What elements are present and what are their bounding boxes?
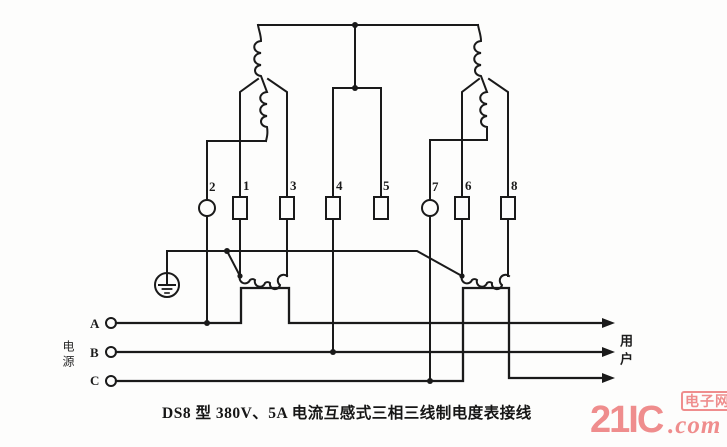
terminal-6-label: 6 (465, 178, 472, 193)
voltage-coil-c (429, 23, 489, 201)
current-coil-a (239, 77, 288, 198)
watermark-brand: 21IC (590, 399, 664, 441)
phase-c-label: C (90, 373, 100, 388)
arrow-icon-phase-c (602, 373, 615, 383)
phase-c-wire (114, 286, 605, 383)
terminal-2-label: 2 (209, 179, 216, 194)
phase-a-label: A (90, 316, 100, 331)
phase-a-wire (114, 286, 605, 325)
terminal-4-label: 4 (336, 178, 343, 193)
diagram-caption: DS8 型 380V、5A 电流互感式三相三线制电度表接线 (162, 405, 532, 422)
watermark-site-badge: 电子网 (681, 391, 727, 411)
ct-secondary-a (238, 273, 289, 291)
terminal-lead-wires (206, 215, 509, 382)
terminal-8-label: 8 (511, 178, 518, 193)
arrow-icon-phase-b (602, 347, 615, 357)
terminal-7-label: 7 (432, 179, 439, 194)
supply-terminal-a (105, 317, 117, 329)
voltage-coil-a (206, 23, 269, 201)
supply-terminal-c (105, 375, 117, 387)
ground-symbol-icon (154, 272, 180, 298)
terminal-8 (500, 196, 516, 220)
arrow-icon-phase-a (602, 318, 615, 328)
terminal-5 (373, 196, 389, 220)
watermark-domain: .com (668, 412, 722, 439)
supply-terminal-b (105, 346, 117, 358)
terminal-1 (232, 196, 248, 220)
terminal-5-label: 5 (383, 178, 390, 193)
power-source-label: 电源 (61, 340, 75, 370)
terminal-3 (279, 196, 295, 220)
current-coil-c (461, 77, 509, 198)
terminal-7 (421, 199, 439, 217)
load-label: 用户 (618, 334, 633, 370)
ct-secondary-c (460, 273, 511, 291)
terminal-2 (198, 199, 216, 217)
terminal-4 (325, 196, 341, 220)
terminal-3-label: 3 (290, 178, 297, 193)
phase-b-label: B (90, 345, 99, 360)
top-bus-wire (257, 24, 479, 89)
terminal-1-label: 1 (243, 178, 250, 193)
junction-dots (204, 22, 465, 384)
terminal-6 (454, 196, 470, 220)
ground-bus-wire (166, 249, 464, 278)
